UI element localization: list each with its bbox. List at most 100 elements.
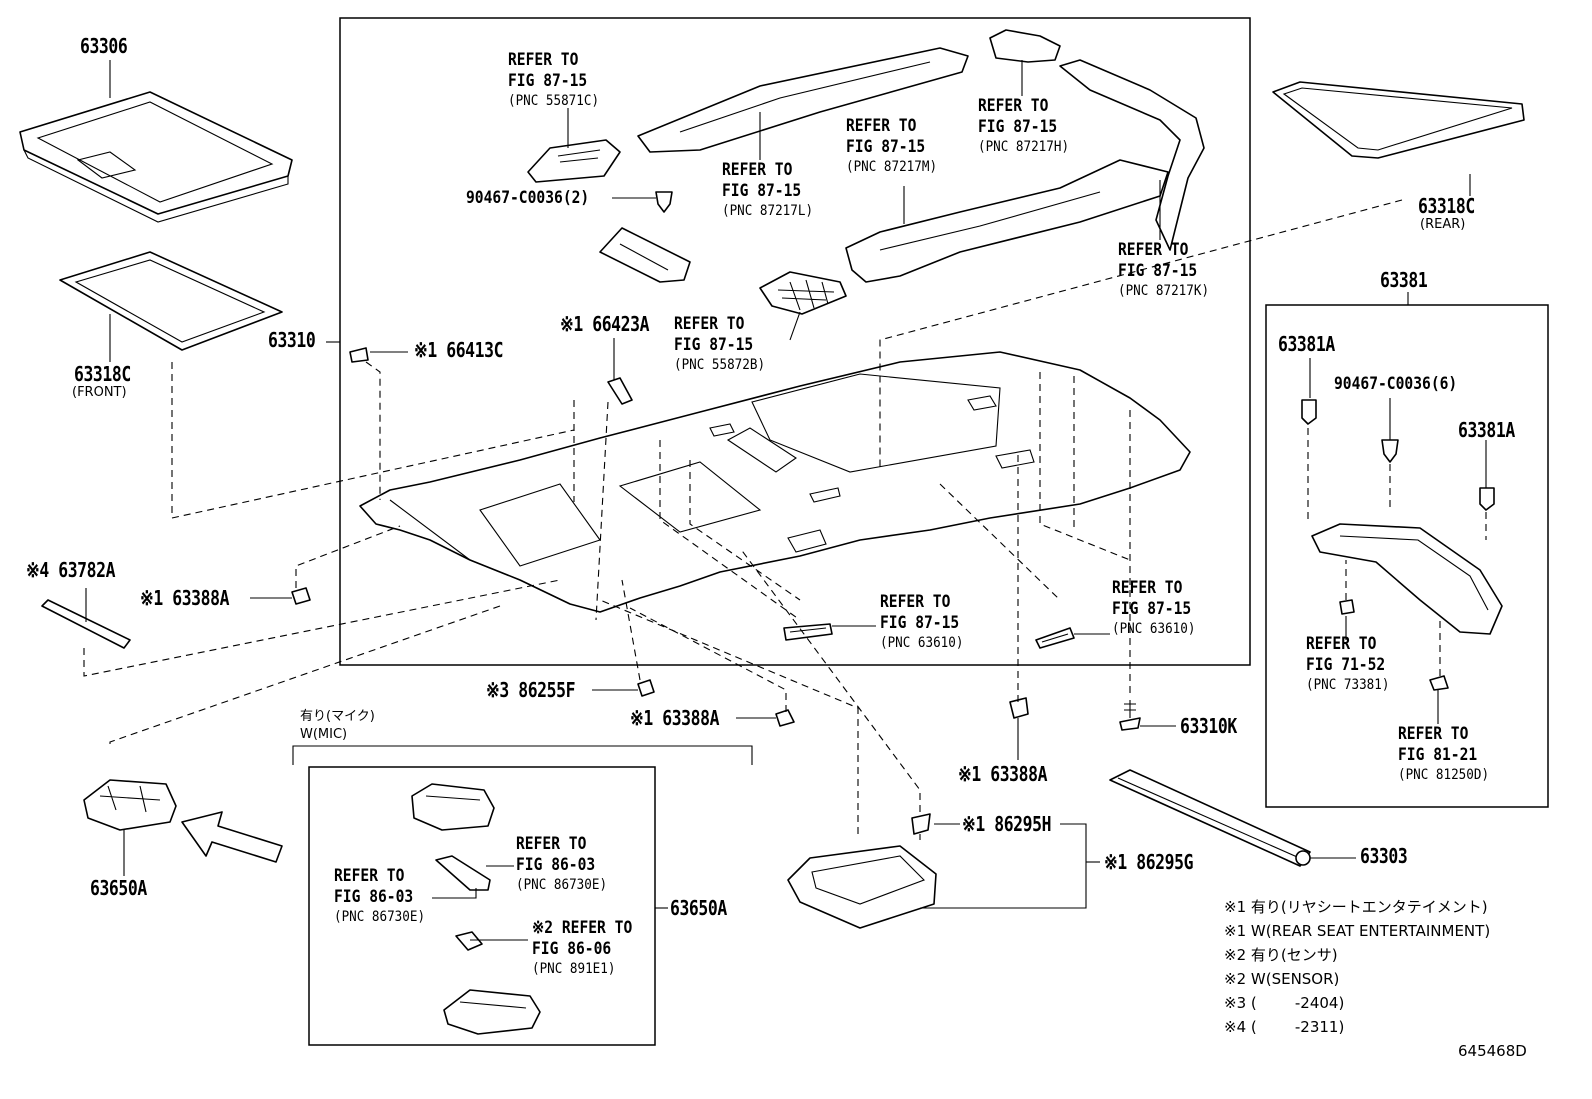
label-63306: 63306	[80, 34, 128, 58]
ref-86730e-upper: REFER TO FIG 86-03 (PNC 86730E)	[516, 834, 617, 893]
label-63318c-front: 63318C	[74, 362, 131, 386]
ref-87217k-line1: REFER TO	[1118, 240, 1189, 260]
footnote-1-jp: ※1 有り(リヤシートエンタテイメント)	[1224, 898, 1488, 916]
headliner-part	[359, 351, 1191, 613]
label-63381a-right: 63381A	[1458, 418, 1515, 442]
ref-55872b-pnc: (PNC 55872B)	[674, 357, 766, 373]
ref-86730e-lower: REFER TO FIG 86-03 (PNC 86730E)	[334, 866, 435, 925]
ref-87217l-line2: FIG 87-15	[722, 181, 802, 201]
label-66423a: ※1 66423A	[560, 312, 650, 336]
ref-87217h-line1: REFER TO	[978, 96, 1049, 116]
footnote-1-en: ※1 W(REAR SEAT ENTERTAINMENT)	[1224, 922, 1491, 940]
map-lamp-group-frame	[308, 766, 656, 1046]
ref-55871c: REFER TO FIG 87-15 (PNC 55871C)	[508, 50, 609, 109]
duct-grille-part	[759, 271, 847, 315]
ref-73381-line1: REFER TO	[1306, 634, 1377, 654]
ref-87217l: REFER TO FIG 87-15 (PNC 87217L)	[722, 160, 823, 219]
ref-87217h-pnc: (PNC 87217H)	[978, 139, 1070, 155]
front-glass-seal-part	[59, 251, 283, 351]
roof-duct-upper-part	[637, 47, 969, 153]
ref-87217k-pnc: (PNC 87217K)	[1118, 283, 1210, 299]
ref-891e1-pnc: (PNC 891E1)	[532, 961, 616, 977]
ref-891e1: ※2 REFER TO FIG 86-06 (PNC 891E1)	[532, 918, 649, 977]
ref-87217k: REFER TO FIG 87-15 (PNC 87217K)	[1118, 240, 1219, 299]
label-63318c-rear: 63318C	[1418, 194, 1475, 218]
clip-63381a-right-part	[1479, 487, 1495, 511]
ref-891e1-line1: ※2 REFER TO	[532, 918, 633, 938]
ref-63610-left: REFER TO FIG 87-15 (PNC 63610)	[880, 592, 973, 651]
roof-bracket-part	[599, 227, 691, 283]
ref-87217m: REFER TO FIG 87-15 (PNC 87217M)	[846, 116, 947, 175]
ref-86730e-lower-line1: REFER TO	[334, 866, 405, 886]
ref-87217h-line2: FIG 87-15	[978, 117, 1058, 137]
footnote-2-jp: ※2 有り(センサ)	[1224, 946, 1338, 964]
map-lamp-lower-part	[443, 989, 541, 1035]
footnote-4: ※4 ( -2311)	[1224, 1018, 1345, 1036]
clip-63388a-mid-part	[775, 709, 795, 727]
reading-lamp-left-part	[783, 623, 833, 641]
ref-63610-left-pnc: (PNC 63610)	[880, 635, 964, 651]
ref-63610-right: REFER TO FIG 87-15 (PNC 63610)	[1112, 580, 1205, 637]
clip-81250d-part	[1429, 675, 1449, 691]
label-63782a: ※4 63782A	[26, 558, 116, 582]
label-63650a-box: 63650A	[670, 896, 727, 920]
rear-glass-seal-part	[1272, 81, 1525, 159]
label-86295g: ※1 86295G	[1104, 850, 1194, 874]
ref-87217h: REFER TO FIG 87-15 (PNC 87217H)	[978, 96, 1079, 155]
ref-86730e-lower-pnc: (PNC 86730E)	[334, 909, 426, 925]
clip-90467-part	[655, 191, 673, 213]
ref-81250d: REFER TO FIG 81-21 (PNC 81250D)	[1398, 724, 1499, 783]
ref-87217m-line2: FIG 87-15	[846, 137, 926, 157]
label-86255f: ※3 86255F	[486, 678, 576, 702]
ref-81250d-line2: FIG 81-21	[1398, 745, 1478, 765]
ref-81250d-line1: REFER TO	[1398, 724, 1469, 744]
direction-arrow	[181, 811, 283, 863]
roof-console-part	[787, 845, 937, 929]
ref-87217m-pnc: (PNC 87217M)	[846, 159, 938, 175]
ref-55871c-pnc: (PNC 55871C)	[508, 93, 600, 109]
label-63381: 63381	[1380, 268, 1428, 292]
ref-63610-right-pnc: (PNC 63610)	[1112, 621, 1196, 637]
roof-duct-right-part	[1059, 59, 1205, 251]
ref-55871c-line1: REFER TO	[508, 50, 579, 70]
label-90467-c0036-2: 90467-C0036(2)	[466, 188, 590, 208]
label-66413c: ※1 66413C	[414, 338, 504, 362]
roof-duct-corner-part	[989, 29, 1061, 63]
clip-63388a-left-part	[291, 587, 311, 605]
ref-86730e-upper-pnc: (PNC 86730E)	[516, 877, 608, 893]
weatherstrip-63782a-part	[41, 599, 131, 649]
rear-trim-strip-part	[1109, 769, 1311, 867]
map-lamp-assembly-part	[83, 779, 177, 831]
assist-grip-bracket-part	[1311, 523, 1503, 635]
clip-86255f-part	[637, 679, 655, 697]
reading-lamp-right-part	[1035, 627, 1075, 649]
ref-55871c-line2: FIG 87-15	[508, 71, 588, 91]
label-63388a-mid: ※1 63388A	[630, 706, 720, 730]
clip-66423a-part	[607, 377, 633, 405]
label-mic-en: W(MIC)	[300, 727, 348, 742]
ref-87217m-line1: REFER TO	[846, 116, 917, 136]
label-63303: 63303	[1360, 844, 1408, 868]
ref-55872b-line1: REFER TO	[674, 314, 745, 334]
ref-63610-left-line2: FIG 87-15	[880, 613, 960, 633]
ref-86730e-lower-line2: FIG 86-03	[334, 887, 414, 907]
ref-63610-left-line1: REFER TO	[880, 592, 951, 612]
assist-grip-group-frame	[1265, 304, 1549, 808]
ref-73381-pnc: (PNC 73381)	[1306, 677, 1390, 693]
ref-86730e-upper-line2: FIG 86-03	[516, 855, 596, 875]
footnote-2-en: ※2 W(SENSOR)	[1224, 970, 1340, 988]
label-63381a-left: 63381A	[1278, 332, 1335, 356]
rear-air-vent-part	[527, 139, 621, 183]
label-mic-jp: 有り(マイク)	[300, 709, 375, 724]
ref-87217l-line1: REFER TO	[722, 160, 793, 180]
ref-86730e-upper-line1: REFER TO	[516, 834, 587, 854]
sensor-bracket-part	[435, 855, 491, 891]
ref-63610-right-line2: FIG 87-15	[1112, 599, 1192, 619]
clip-66413c-part	[349, 347, 369, 363]
ref-87217l-pnc: (PNC 87217L)	[722, 203, 814, 219]
label-86295h: ※1 86295H	[962, 812, 1052, 836]
label-63388a-right: ※1 63388A	[958, 762, 1048, 786]
screw-63310k-part	[1119, 700, 1141, 731]
clip-73381-part	[1339, 599, 1355, 615]
